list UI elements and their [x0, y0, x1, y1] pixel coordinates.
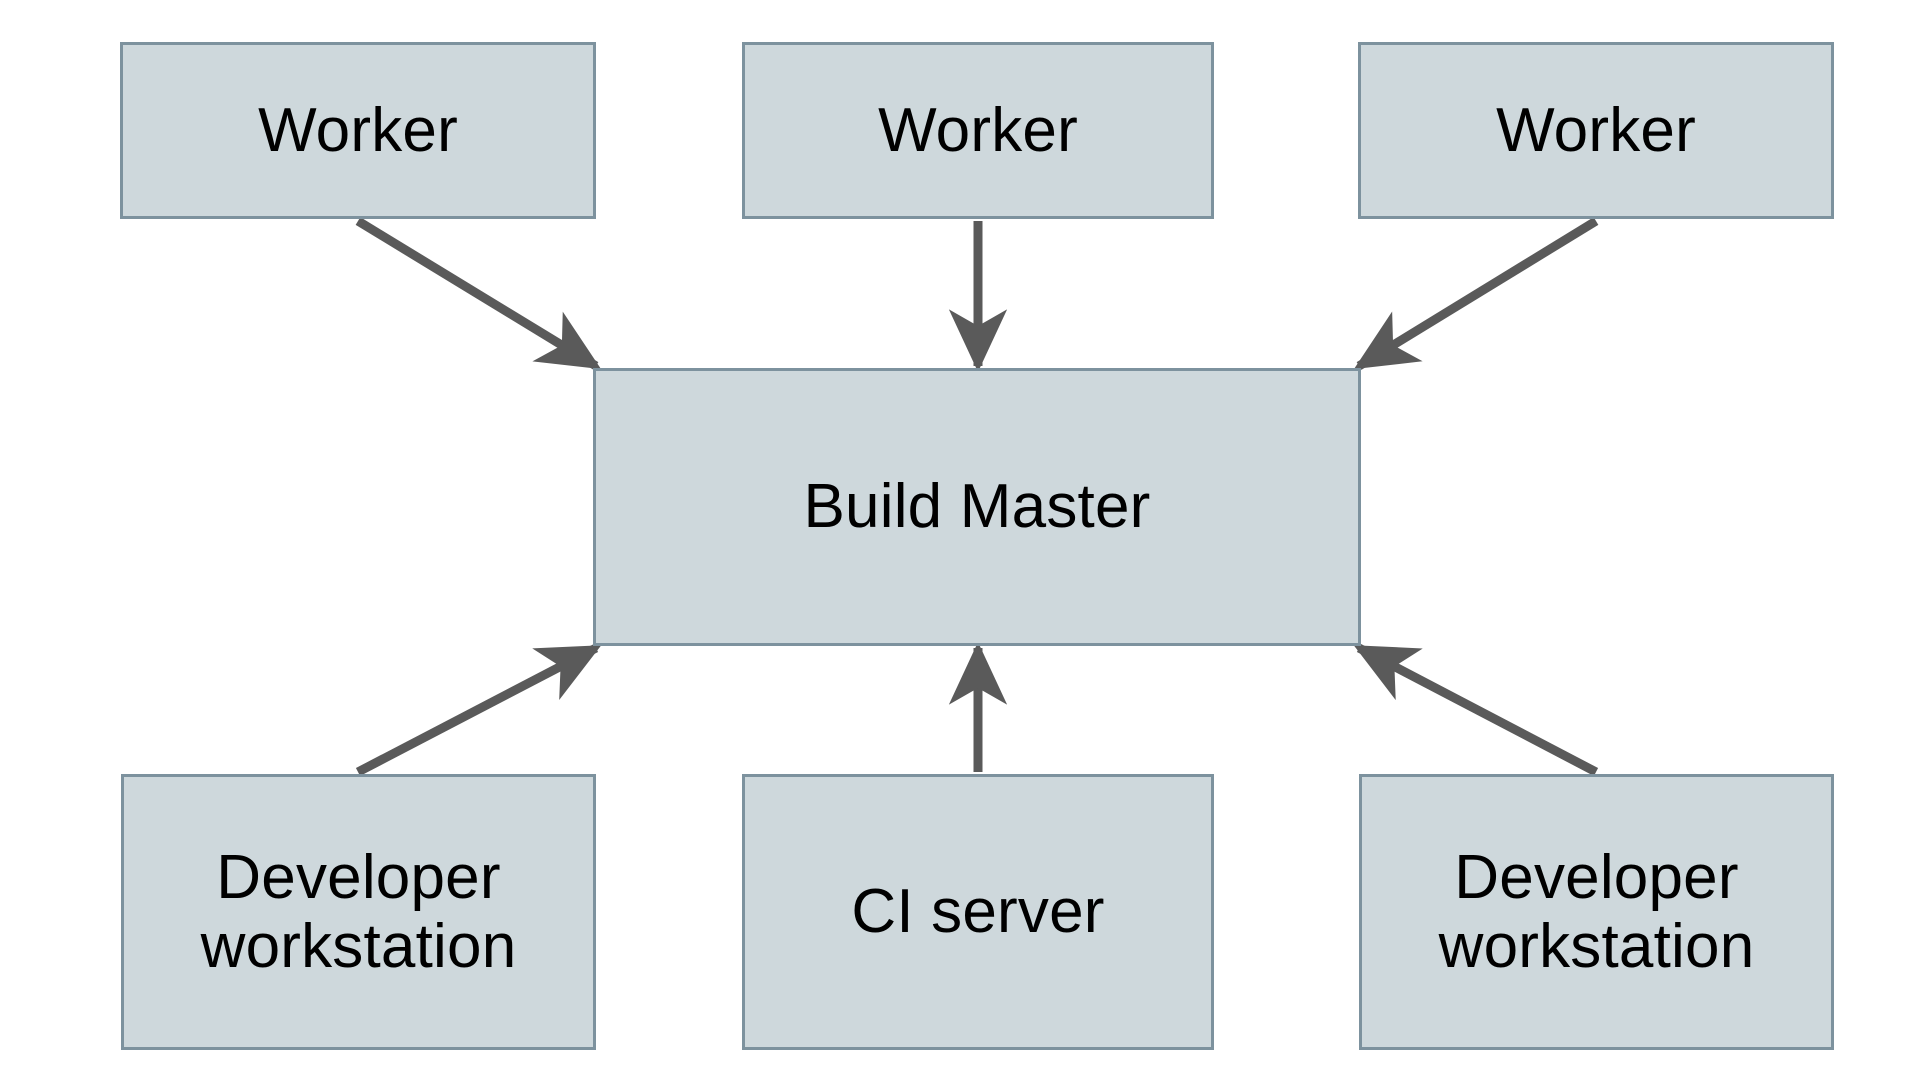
node-label: Build Master	[803, 472, 1151, 542]
node-label: CI server	[851, 877, 1105, 947]
node-label: Worker	[258, 95, 458, 165]
edge-worker-right-to-master	[1353, 217, 1599, 370]
node-worker-right[interactable]: Worker	[1358, 42, 1834, 219]
node-label: Worker	[1496, 95, 1696, 165]
edge-dev-left-to-master	[355, 644, 602, 776]
node-ci-server[interactable]: CI server	[742, 774, 1214, 1050]
node-worker-left[interactable]: Worker	[120, 42, 596, 219]
node-developer-workstation-right[interactable]: Developer workstation	[1359, 774, 1834, 1050]
edge-dev-right-to-master	[1353, 644, 1599, 776]
node-build-master[interactable]: Build Master	[593, 368, 1361, 646]
node-developer-workstation-left[interactable]: Developer workstation	[121, 774, 596, 1050]
edge-worker-left-to-master	[355, 217, 602, 370]
node-label: Developer workstation	[1438, 842, 1755, 981]
node-label: Developer workstation	[200, 842, 517, 981]
node-label: Worker	[878, 95, 1078, 165]
node-worker-center[interactable]: Worker	[742, 42, 1214, 219]
